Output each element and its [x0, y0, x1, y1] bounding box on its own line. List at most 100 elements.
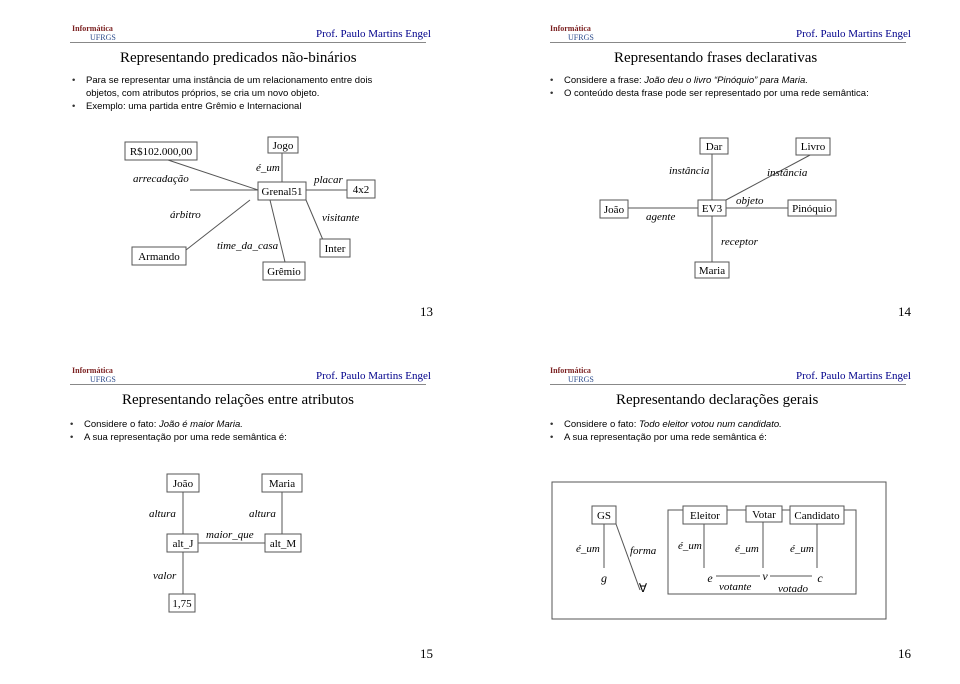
slide-title: Representando predicados não-binários [120, 50, 357, 66]
semantic-network-14: Dar Livro João EV3 Pinóquio Maria instân… [599, 137, 837, 279]
node-votar: Votar [752, 509, 776, 521]
node-maria: Maria [699, 265, 725, 277]
bullet-item: Exemplo: uma partida entre Grêmio e Inte… [72, 100, 402, 113]
edge-label: instância [669, 165, 710, 177]
var-forall: ∀ [639, 581, 648, 595]
edge-label: objeto [736, 195, 764, 207]
bullet-prefix: Considere o fato: [84, 419, 159, 430]
node-alt-j: alt_J [173, 538, 194, 550]
node-joao: João [604, 204, 625, 216]
logo-informatica: Informática UFRGS [72, 366, 116, 384]
node-eleitor: Eleitor [690, 510, 720, 522]
var-c: c [817, 571, 823, 585]
node-inter: Inter [325, 243, 346, 255]
logo-informatica: Informática UFRGS [550, 24, 594, 42]
edge-label: time_da_casa [217, 240, 279, 252]
bullet-item: A sua representação por uma rede semânti… [550, 431, 910, 444]
node-livro: Livro [801, 141, 826, 153]
bullet-item: O conteúdo desta frase pode ser represen… [550, 87, 910, 100]
edge-label: forma [630, 545, 657, 557]
logo-subtitle: UFRGS [90, 33, 116, 42]
node-alt-m: alt_M [270, 538, 296, 550]
bullet-list: Considere a frase: João deu o livro “Pin… [550, 74, 910, 100]
author: Prof. Paulo Martins Engel [316, 370, 431, 382]
logo-title: Informática [72, 366, 113, 375]
bullet-list: Considere o fato: Todo eleitor votou num… [550, 418, 910, 444]
edge-label: receptor [721, 236, 759, 248]
var-g: g [601, 571, 607, 585]
edge-label: é_um [576, 543, 600, 555]
bullet-item: Considere a frase: João deu o livro “Pin… [550, 74, 910, 87]
semantic-network-16: GS Eleitor Votar Candidato g ∀ e v c é_u… [551, 481, 887, 620]
edge-label: instância [767, 167, 808, 179]
bullet-item: Considere o fato: João é maior Maria. [70, 418, 430, 431]
node-armando: Armando [138, 251, 180, 263]
page-number: 14 [898, 304, 911, 319]
node-jogo: Jogo [273, 140, 294, 152]
bullet-item: Considere o fato: Todo eleitor votou num… [550, 418, 910, 431]
header-divider [70, 42, 426, 43]
edge-label: altura [149, 508, 176, 520]
logo-subtitle: UFRGS [90, 375, 116, 384]
slide-title: Representando relações entre atributos [122, 392, 354, 408]
edge-label: maior_que [206, 529, 254, 541]
slide-15: Informática UFRGS Prof. Paulo Martins En… [0, 342, 478, 682]
header-divider [550, 384, 906, 385]
var-e: e [707, 571, 713, 585]
node-value-amount: R$102.000,00 [130, 146, 193, 158]
slide-16: Informática UFRGS Prof. Paulo Martins En… [480, 342, 958, 682]
slide-14: Informática UFRGS Prof. Paulo Martins En… [480, 0, 958, 340]
edge-label: árbitro [170, 209, 201, 221]
bullet-list: Para se representar uma instância de um … [72, 74, 402, 113]
var-v: v [762, 569, 768, 583]
edge-label: agente [646, 211, 675, 223]
edge-label: votante [719, 581, 751, 593]
edge-label: é_um [256, 162, 280, 174]
edge-label: placar [313, 174, 343, 186]
logo-informatica: Informática UFRGS [72, 24, 116, 42]
author: Prof. Paulo Martins Engel [796, 370, 911, 382]
logo-informatica: Informática UFRGS [550, 366, 594, 384]
edge-label: é_um [678, 540, 702, 552]
node-dar: Dar [706, 141, 723, 153]
slide-title: Representando frases declarativas [614, 50, 818, 66]
edge-label: é_um [790, 543, 814, 555]
edge-label: visitante [322, 212, 359, 224]
bullet-prefix: Considere o fato: [564, 419, 639, 430]
semantic-network-13: R$102.000,00 Jogo Grenal51 4x2 Armando I… [124, 136, 376, 281]
page-number: 13 [420, 304, 433, 319]
bullet-quote: João deu o livro “Pinóquio” para Maria. [644, 75, 808, 86]
header-divider [550, 42, 906, 43]
edge-label: é_um [735, 543, 759, 555]
semantic-network-15: João Maria alt_J alt_M 1,75 altura altur… [149, 473, 303, 613]
node-value: 1,75 [172, 598, 192, 610]
slide-title: Representando declarações gerais [616, 392, 819, 408]
author: Prof. Paulo Martins Engel [316, 28, 431, 40]
edge-label: altura [249, 508, 276, 520]
node-gremio: Grêmio [267, 266, 301, 278]
logo-subtitle: UFRGS [568, 375, 594, 384]
logo-subtitle: UFRGS [568, 33, 594, 42]
author: Prof. Paulo Martins Engel [796, 28, 911, 40]
node-candidato: Candidato [794, 510, 840, 522]
outer-frame [551, 481, 887, 620]
edge-label: valor [153, 570, 177, 582]
edge-label: votado [778, 583, 808, 595]
node-pinoquio: Pinóquio [792, 203, 832, 215]
node-maria: Maria [269, 478, 295, 490]
edge-label: arrecadação [133, 173, 189, 185]
logo-title: Informática [550, 24, 591, 33]
node-score: 4x2 [353, 184, 370, 196]
node-joao: João [173, 478, 194, 490]
node-grenal51: Grenal51 [262, 186, 303, 198]
node-ev3: EV3 [702, 203, 723, 215]
logo-title: Informática [550, 366, 591, 375]
logo-title: Informática [72, 24, 113, 33]
page-number: 16 [898, 646, 911, 661]
bullet-list: Considere o fato: João é maior Maria. A … [70, 418, 430, 444]
page-number: 15 [420, 646, 433, 661]
node-gs: GS [597, 510, 611, 522]
bullet-item: Para se representar uma instância de um … [72, 74, 402, 100]
slide-13: Informática UFRGS Prof. Paulo Martins En… [0, 0, 478, 340]
bullet-item: A sua representação por uma rede semânti… [70, 431, 430, 444]
